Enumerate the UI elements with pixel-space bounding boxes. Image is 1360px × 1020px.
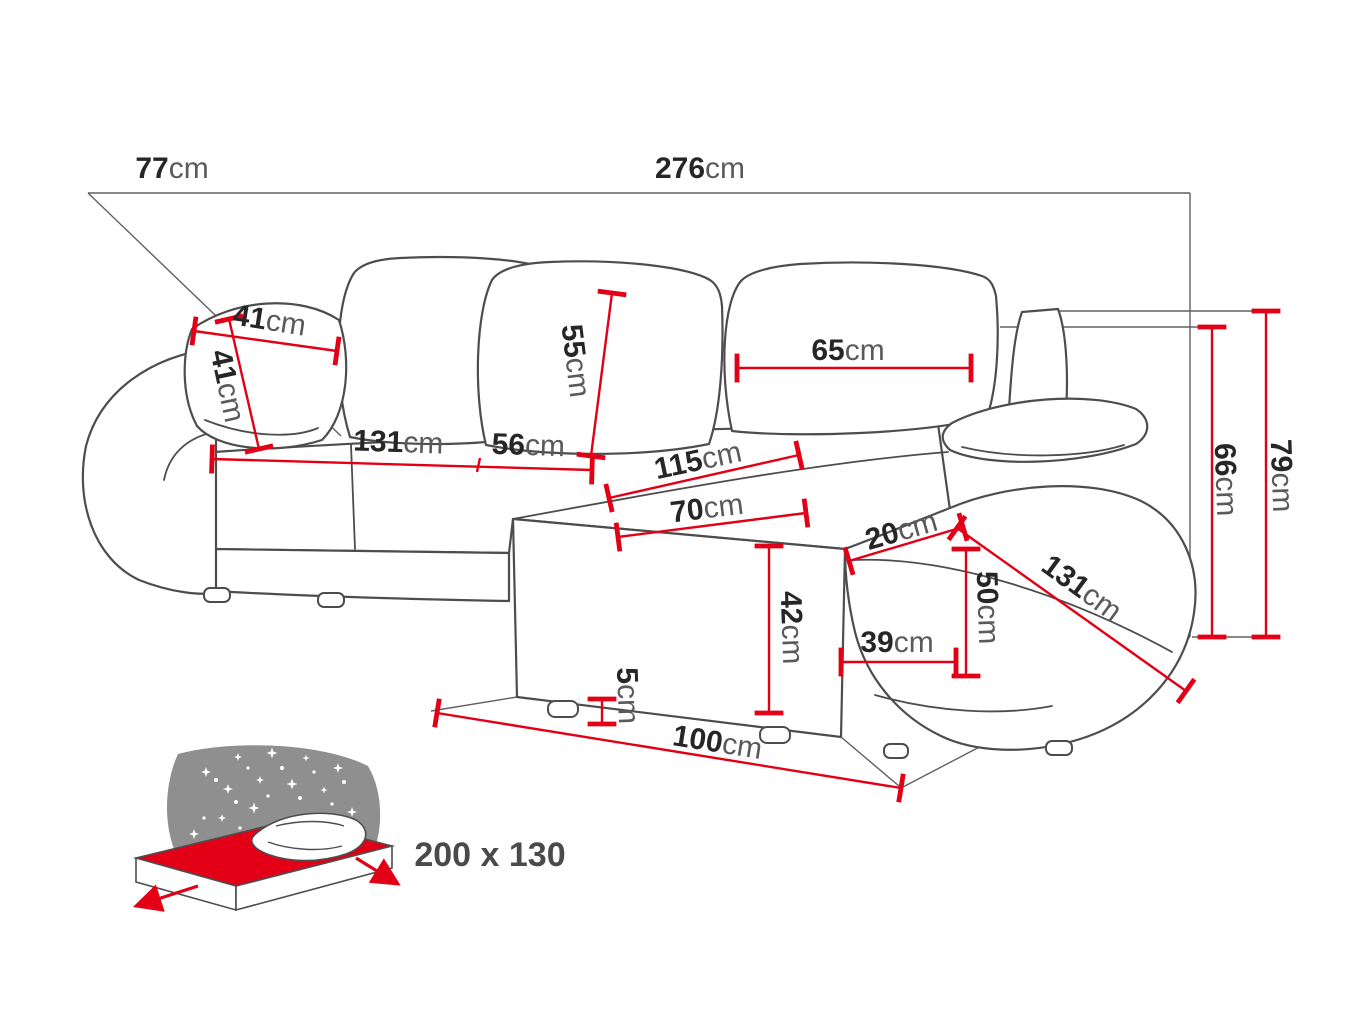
dimension-line-seat-diagonal: [603, 440, 805, 513]
bed-length-arrow: [355, 856, 401, 886]
dim-depth-top: 77cm: [135, 152, 208, 185]
dimension-line-cushion-height: [576, 288, 627, 461]
dimension-line-chaise-length: [946, 514, 1197, 705]
dimension-line-chaise-depth: [432, 698, 906, 803]
dim-leg-height: 5cm: [610, 667, 645, 725]
sofa-leg: [547, 700, 579, 718]
dimension-line-chaise-seat-width: [613, 498, 811, 552]
sofa-leg: [1045, 740, 1073, 756]
backrest-side-panel: [1006, 307, 1069, 428]
bed-size-label: 200 x 130: [414, 836, 565, 874]
dim-base-height: 39cm: [860, 626, 933, 659]
sofa-leg: [883, 743, 909, 759]
dim-cushion-height: 55cm: [555, 322, 597, 399]
left-armrest: [81, 346, 218, 595]
dim-height-total: 79cm: [1264, 438, 1300, 512]
dimension-line-armrest-cushion: [842, 512, 970, 576]
dimension-lines: [189, 288, 1281, 803]
seam-line: [961, 444, 1125, 457]
dim-pillow-width: 41cm: [231, 299, 309, 343]
duvet-folds: [267, 820, 345, 851]
sleep-function-icon: 200 x 130: [132, 745, 566, 912]
dim-chaise-seat-width: 70cm: [668, 488, 745, 530]
floor-projection-line: [430, 696, 518, 712]
armrest-pillow-right: [941, 397, 1149, 463]
dim-pillow-height: 41cm: [204, 347, 252, 426]
back-cushion-right: [723, 261, 999, 436]
dim-seat-width-corner: 56cm: [491, 428, 565, 464]
dim-seat-width-left: 131cm: [353, 424, 444, 460]
dim-height-backrest: 66cm: [1208, 442, 1244, 516]
dim-chaise-depth: 100cm: [670, 719, 764, 766]
dim-chaise-front-height: 42cm: [774, 590, 810, 664]
seat-front-face: [212, 547, 511, 603]
sofa-leg: [317, 592, 345, 608]
dimension-line-seat-width: [209, 444, 595, 485]
dim-width-total: 276cm: [655, 152, 745, 185]
dim-seat-height: 50cm: [970, 570, 1006, 644]
sofa-leg: [759, 726, 791, 744]
dim-back-cushion-width: 65cm: [811, 334, 884, 367]
bed-width-arrow: [132, 884, 199, 912]
sofa-leg: [203, 587, 231, 603]
back-cushion-middle: [476, 260, 724, 455]
dimension-tick-seat-split: [475, 457, 482, 473]
dimension-line-pillow-height: [214, 313, 274, 455]
